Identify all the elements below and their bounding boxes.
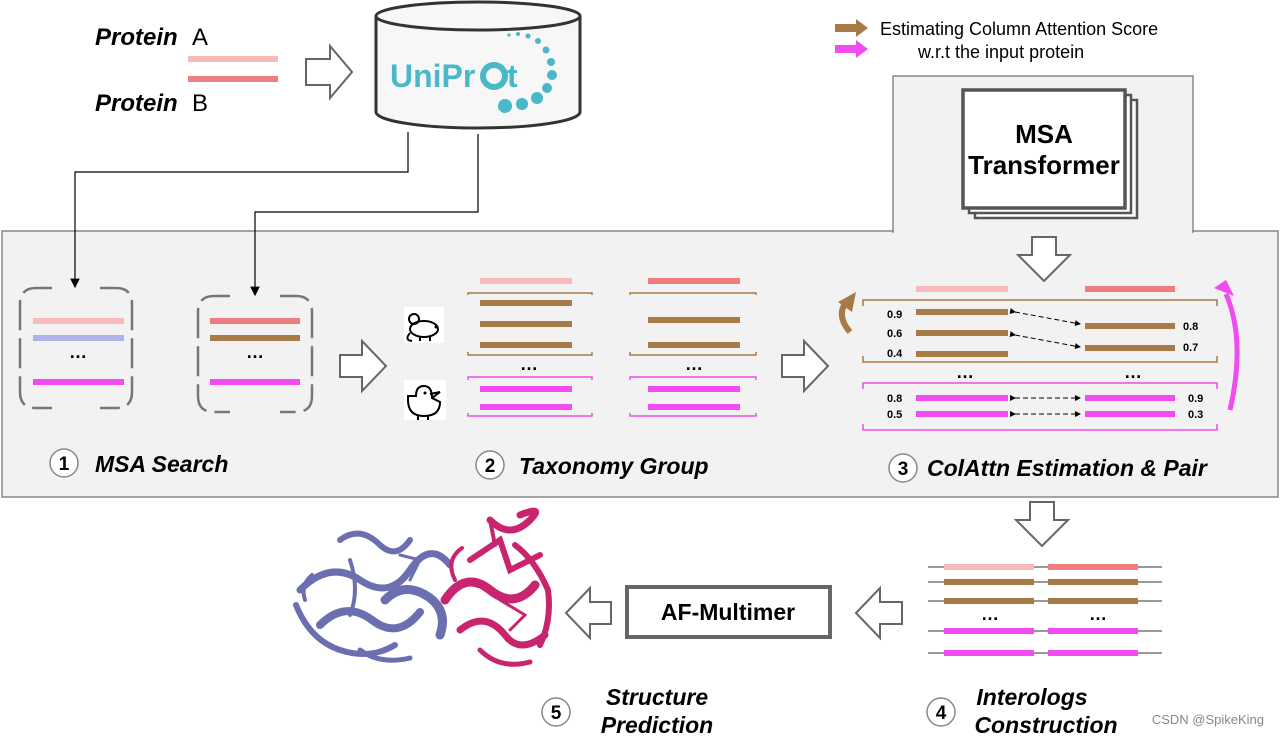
svg-text:Construction: Construction — [974, 712, 1117, 736]
svg-text:2: 2 — [485, 456, 496, 477]
svg-text:4: 4 — [936, 703, 947, 724]
score-left-brown-2: 0.6 — [887, 328, 902, 340]
legend-magenta-label: w.r.t the input protein — [917, 42, 1084, 62]
arrow-to-interologs — [1013, 501, 1071, 548]
score-left-magenta-2: 0.5 — [887, 409, 902, 421]
protein-a-letter: A — [192, 24, 208, 51]
svg-text:…: … — [1124, 362, 1142, 382]
svg-text:5: 5 — [551, 703, 562, 724]
uniprot-database-icon: UniPr t — [374, 0, 582, 130]
arrow-to-af-multimer — [854, 585, 903, 641]
svg-text:3: 3 — [898, 459, 909, 480]
svg-text:…: … — [520, 354, 538, 374]
panel-merge — [894, 229, 1192, 234]
colattn-block: 0.9 0.6 0.4 0.8 0.7 … … 0.8 0.5 0.9 0.3 — [838, 280, 1240, 431]
duck-icon — [404, 380, 446, 420]
svg-text:…: … — [246, 342, 264, 362]
protein-b-letter: B — [192, 90, 208, 117]
arrow-step2-to-3 — [781, 338, 830, 394]
svg-text:Taxonomy Group: Taxonomy Group — [519, 453, 709, 479]
score-left-brown-3: 0.4 — [887, 348, 903, 360]
svg-text:…: … — [981, 604, 999, 624]
protein-b-word: Protein — [95, 90, 178, 117]
msa-search-box-a: … — [18, 286, 134, 410]
score-left-magenta-1: 0.8 — [887, 393, 902, 405]
legend-brown-label: Estimating Column Attention Score — [880, 19, 1158, 39]
arrow-to-uniprot — [305, 43, 354, 101]
score-right-magenta-2: 0.3 — [1188, 409, 1203, 421]
connector-db-to-msa-a — [70, 132, 409, 289]
watermark: CSDN @SpikeKing — [1152, 712, 1264, 727]
taxonomy-group-b: … — [629, 278, 757, 417]
connector-db-to-msa-b — [250, 134, 479, 297]
legend-brown-arrow — [835, 19, 868, 37]
score-right-brown-1: 0.8 — [1183, 321, 1198, 333]
score-right-magenta-1: 0.9 — [1188, 393, 1203, 405]
uniprot-logo-o — [480, 62, 508, 90]
svg-text:Structure: Structure — [606, 684, 708, 710]
msa-search-box-b: … — [196, 294, 314, 414]
arrow-transformer-down — [1015, 236, 1073, 283]
score-left-brown-1: 0.9 — [887, 309, 902, 321]
arrow-to-structure — [564, 585, 612, 641]
svg-text:MSA Search: MSA Search — [95, 451, 228, 477]
svg-text:…: … — [69, 342, 87, 362]
interologs-block: … … — [928, 564, 1162, 656]
uniprot-logo-t: t — [507, 58, 518, 94]
svg-text:Interologs: Interologs — [976, 684, 1087, 710]
svg-text:ColAttn Estimation & Pair: ColAttn Estimation & Pair — [927, 455, 1208, 481]
transformer-line2: Transformer — [968, 150, 1120, 180]
magenta-curve-arrow — [1223, 293, 1240, 411]
step-1-label: 1 MSA Search — [49, 448, 228, 478]
taxonomy-group-a: … — [467, 278, 593, 417]
transformer-line1: MSA — [1015, 119, 1073, 149]
score-right-brown-2: 0.7 — [1183, 342, 1198, 354]
msa-transformer-box: MSA Transformer — [961, 88, 1139, 220]
protein-a-word: Protein — [95, 24, 178, 51]
arrow-step1-to-2 — [339, 338, 388, 394]
main-panel — [1, 230, 1279, 498]
step-5-label: 5 Structure Prediction — [541, 684, 713, 736]
uniprot-logo-text: UniPr — [390, 58, 475, 94]
svg-text:1: 1 — [59, 454, 70, 475]
step-4-label: 4 Interologs Construction — [926, 684, 1118, 736]
svg-text:…: … — [1089, 604, 1107, 624]
protein-structure-image — [293, 507, 552, 667]
legend: Estimating Column Attention Score w.r.t … — [835, 19, 1158, 62]
af-multimer-box: AF-Multimer — [625, 585, 832, 639]
svg-text:…: … — [685, 354, 703, 374]
svg-text:AF-Multimer: AF-Multimer — [661, 599, 795, 625]
mouse-icon — [404, 307, 444, 343]
svg-text:Prediction: Prediction — [601, 712, 713, 736]
step-2-label: 2 Taxonomy Group — [475, 450, 709, 480]
step-3-label: 3 ColAttn Estimation & Pair — [888, 453, 1208, 483]
svg-text:…: … — [956, 362, 974, 382]
legend-magenta-arrow — [835, 40, 868, 58]
